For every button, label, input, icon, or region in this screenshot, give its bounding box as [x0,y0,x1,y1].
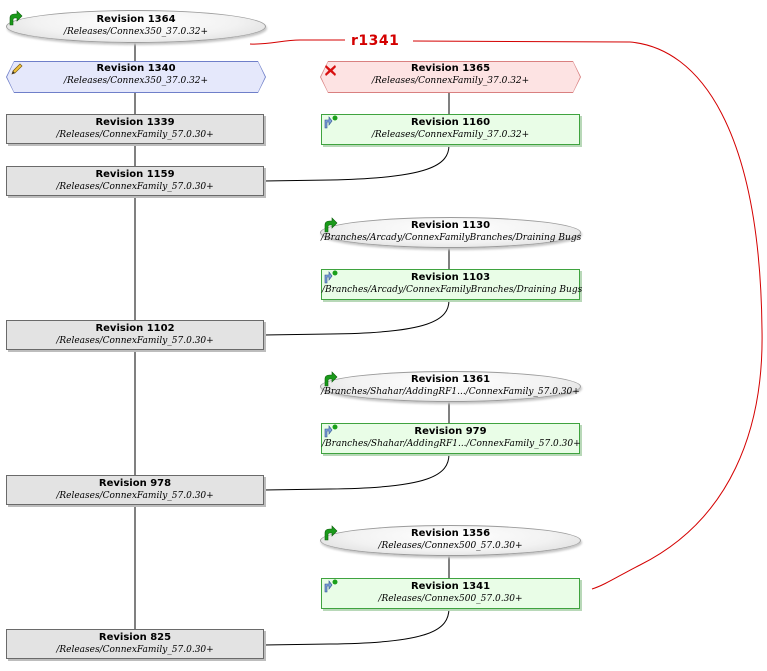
node-revision-1356[interactable]: Revision 1356 /Releases/Connex500_57.0.3… [320,525,581,556]
node-revision-1361[interactable]: Revision 1361 /Branches/Shahar/AddingRF1… [320,371,581,402]
node-revision-1130[interactable]: Revision 1130 /Branches/Arcady/ConnexFam… [320,217,581,248]
node-title: Revision 1339 [95,117,175,128]
node-revision-1103[interactable]: Revision 1103 /Branches/Arcady/ConnexFam… [321,269,583,300]
branch-arrow-icon [324,217,338,233]
copy-add-icon [324,579,338,593]
node-title: Revision 1340 [96,63,176,74]
annotation-line [249,39,763,590]
branch-curve-1160-1159 [263,144,450,182]
node-path: /Releases/ConnexFamily_57.0.30+ [56,336,214,346]
node-path: /Branches/Shahar/AddingRF1.../ConnexFami… [322,439,581,449]
node-revision-1160[interactable]: Revision 1160 /Releases/ConnexFamily_37.… [321,114,580,145]
pencil-icon [11,63,23,75]
branch-curve-1341-825 [263,607,450,646]
node-revision-1341[interactable]: Revision 1341 /Releases/Connex500_57.0.3… [321,578,580,609]
node-revision-979[interactable]: Revision 979 /Branches/Shahar/AddingRF1.… [321,423,581,454]
node-revision-1364[interactable]: Revision 1364 /Releases/Connex350_37.0.3… [6,10,266,43]
node-revision-825[interactable]: Revision 825 /Releases/ConnexFamily_57.0… [6,629,264,659]
node-path: /Releases/Connex500_57.0.30+ [378,594,523,604]
node-path: /Releases/Connex350_37.0.32+ [63,76,209,86]
node-title: Revision 1361 [410,374,491,385]
node-path: /Branches/Shahar/AddingRF1.../ConnexFami… [321,387,580,397]
branch-curve-979-978 [263,453,450,491]
node-revision-1340[interactable]: Revision 1340 /Releases/Connex350_37.0.3… [6,61,266,93]
delete-x-icon [325,65,336,76]
node-title: Revision 1365 [410,63,491,74]
branch-arrow-icon [324,371,338,387]
node-path: /Releases/ConnexFamily_57.0.30+ [56,645,214,655]
node-path: /Branches/Arcady/ConnexFamilyBranches/Dr… [322,285,583,295]
copy-add-icon [324,424,338,438]
node-revision-1159[interactable]: Revision 1159 /Releases/ConnexFamily_57.… [6,166,264,196]
node-title: Revision 1160 [410,117,491,128]
node-title: Revision 1102 [95,323,175,334]
node-path: /Branches/Arcady/ConnexFamilyBranches/Dr… [321,233,582,243]
copy-add-icon [324,270,338,284]
node-title: Revision 978 [98,478,172,489]
node-revision-1365[interactable]: Revision 1365 /Releases/ConnexFamily_37.… [320,61,581,93]
node-path: /Releases/Connex350_37.0.32+ [63,27,209,37]
annotation-label: r1341 [351,33,400,49]
node-path: /Releases/ConnexFamily_37.0.32+ [371,76,530,86]
branch-curve-1103-1102 [263,299,450,336]
node-title: Revision 1364 [96,14,176,25]
branch-arrow-icon [9,10,23,26]
node-path: /Releases/ConnexFamily_57.0.30+ [56,130,214,140]
node-revision-1102[interactable]: Revision 1102 /Releases/ConnexFamily_57.… [6,320,264,350]
node-revision-978[interactable]: Revision 978 /Releases/ConnexFamily_57.0… [6,475,264,505]
node-title: Revision 1159 [95,169,175,180]
node-title: Revision 1341 [410,581,491,592]
node-title: Revision 979 [414,426,487,437]
copy-add-icon [324,115,338,129]
node-path: /Releases/ConnexFamily_37.0.32+ [371,130,530,140]
node-title: Revision 1103 [410,272,491,283]
node-path: /Releases/ConnexFamily_57.0.30+ [56,491,214,501]
node-title: Revision 1130 [410,220,491,231]
branch-arrow-icon [324,525,338,541]
node-title: Revision 825 [98,632,172,643]
node-path: /Releases/Connex500_57.0.30+ [378,541,523,551]
node-title: Revision 1356 [410,528,491,539]
node-path: /Releases/ConnexFamily_57.0.30+ [56,182,214,192]
node-revision-1339[interactable]: Revision 1339 /Releases/ConnexFamily_57.… [6,114,264,144]
